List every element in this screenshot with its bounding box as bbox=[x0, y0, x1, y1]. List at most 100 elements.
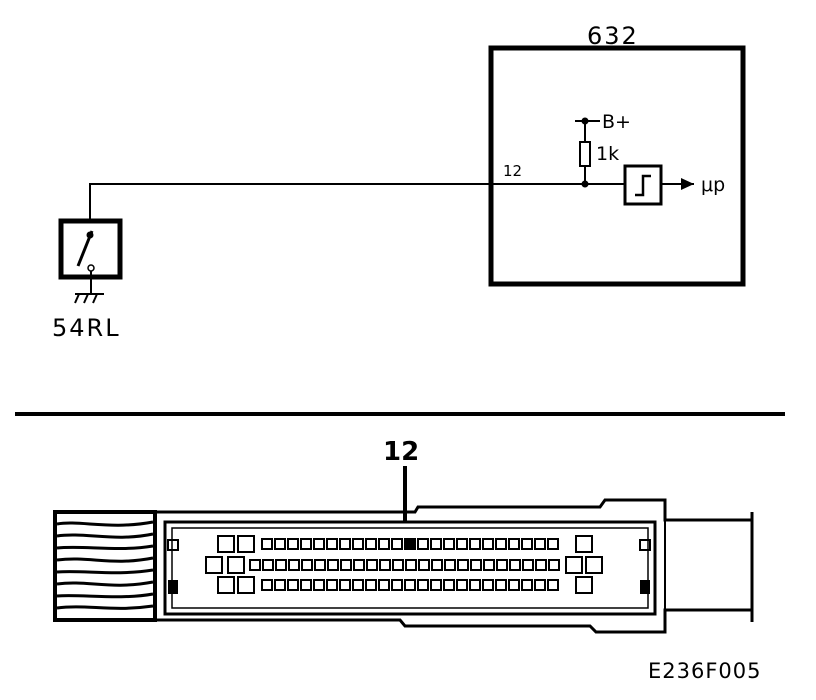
connector-small-cavity bbox=[417, 538, 429, 550]
connector-small-cavity bbox=[340, 559, 352, 571]
connector-large-cavity bbox=[575, 576, 593, 594]
connector-small-cavity bbox=[313, 579, 325, 591]
connector-large-cavity bbox=[237, 535, 255, 553]
connector-small-cavity bbox=[495, 538, 507, 550]
connector-small-cavity bbox=[444, 559, 456, 571]
connector-small-cavity bbox=[470, 559, 482, 571]
connector-pin-grid bbox=[205, 535, 603, 594]
ground-icon bbox=[74, 293, 104, 304]
output-arrow-icon bbox=[681, 178, 694, 190]
supply-label: B+ bbox=[602, 111, 631, 133]
connector-small-cavity bbox=[300, 579, 312, 591]
connector-small-cavity bbox=[313, 538, 325, 550]
connector-small-cavity bbox=[469, 579, 481, 591]
connector-large-cavity bbox=[585, 556, 603, 574]
connector-small-cavity bbox=[548, 559, 560, 571]
connector-small-cavity bbox=[404, 579, 416, 591]
ecu-box bbox=[488, 45, 746, 287]
connector-large-cavity bbox=[227, 556, 245, 574]
supply-node bbox=[581, 117, 589, 125]
connector-small-cavity bbox=[443, 579, 455, 591]
comparator-icon bbox=[635, 174, 651, 197]
connector-small-cavity bbox=[521, 538, 533, 550]
connector-small-cavity bbox=[353, 559, 365, 571]
connector-small-cavity bbox=[482, 579, 494, 591]
connector-small-cavity bbox=[366, 559, 378, 571]
connector-small-cavity bbox=[262, 559, 274, 571]
connector-small-cavity bbox=[288, 559, 300, 571]
switch-label: 54RL bbox=[52, 314, 121, 342]
connector-small-cavity bbox=[287, 538, 299, 550]
connector-small-cavity bbox=[522, 559, 534, 571]
connector-small-cavity bbox=[326, 579, 338, 591]
connector-small-cavity bbox=[405, 559, 417, 571]
pin-number-label: 12 bbox=[503, 162, 522, 180]
connector-small-cavity bbox=[392, 559, 404, 571]
connector-small-cavity bbox=[378, 579, 390, 591]
connector-small-cavity bbox=[430, 538, 442, 550]
resistor-label: 1k bbox=[596, 143, 619, 165]
connector-small-cavity bbox=[378, 538, 390, 550]
output-label: μp bbox=[701, 174, 725, 196]
wire-bundle bbox=[53, 510, 157, 622]
connector-small-cavity bbox=[417, 579, 429, 591]
connector-small-cavity bbox=[469, 538, 481, 550]
connector-small-cavity bbox=[300, 538, 312, 550]
connector-pin-label: 12 bbox=[383, 437, 419, 467]
connector-small-cavity bbox=[456, 579, 468, 591]
connector-large-cavity bbox=[205, 556, 223, 574]
switch-lever-icon bbox=[76, 230, 94, 267]
connector-large-cavity bbox=[565, 556, 583, 574]
connector-small-cavity bbox=[431, 559, 443, 571]
connector-small-cavity bbox=[482, 538, 494, 550]
connector-small-cavity bbox=[456, 538, 468, 550]
connector-small-cavity bbox=[314, 559, 326, 571]
connector-small-cavity bbox=[534, 538, 546, 550]
connector-small-cavity bbox=[534, 579, 546, 591]
connector-small-cavity bbox=[495, 579, 507, 591]
connector-small-cavity bbox=[249, 559, 261, 571]
connector-small-cavity bbox=[483, 559, 495, 571]
connector-small-cavity bbox=[327, 559, 339, 571]
connector-small-cavity bbox=[261, 538, 273, 550]
connector-small-cavity bbox=[418, 559, 430, 571]
connector-small-cavity bbox=[365, 538, 377, 550]
connector-small-cavity bbox=[287, 579, 299, 591]
connector-small-cavity bbox=[457, 559, 469, 571]
connector-small-cavity bbox=[352, 579, 364, 591]
ecu-label: 632 bbox=[587, 22, 639, 50]
connector-large-cavity bbox=[575, 535, 593, 553]
connector-small-cavity bbox=[521, 579, 533, 591]
connector-small-cavity bbox=[275, 559, 287, 571]
connector-small-cavity bbox=[508, 538, 520, 550]
connector-small-cavity bbox=[391, 579, 403, 591]
connector-small-cavity bbox=[274, 579, 286, 591]
connector-small-cavity bbox=[326, 538, 338, 550]
connector-small-cavity bbox=[365, 579, 377, 591]
connector-small-cavity bbox=[547, 538, 559, 550]
connector-large-cavity bbox=[217, 576, 235, 594]
connector-small-cavity bbox=[547, 579, 559, 591]
connector-small-cavity bbox=[391, 538, 403, 550]
connector-large-cavity bbox=[237, 576, 255, 594]
connector-small-cavity bbox=[274, 538, 286, 550]
connector-small-cavity bbox=[339, 579, 351, 591]
signal-wire bbox=[89, 183, 625, 235]
connector-small-cavity bbox=[496, 559, 508, 571]
resistor-icon bbox=[579, 141, 591, 167]
connector-small-cavity bbox=[379, 559, 391, 571]
connector-small-cavity bbox=[535, 559, 547, 571]
connector-small-cavity bbox=[339, 538, 351, 550]
connector-small-cavity bbox=[508, 579, 520, 591]
junction-node bbox=[581, 180, 589, 188]
figure-code: E236F005 bbox=[648, 659, 762, 683]
connector-small-cavity bbox=[443, 538, 455, 550]
connector-small-cavity bbox=[352, 538, 364, 550]
connector-small-cavity bbox=[261, 579, 273, 591]
connector-small-cavity bbox=[301, 559, 313, 571]
connector-small-cavity bbox=[509, 559, 521, 571]
connector-large-cavity bbox=[217, 535, 235, 553]
connector-small-cavity bbox=[430, 579, 442, 591]
switch-bottom-contact bbox=[87, 264, 95, 272]
